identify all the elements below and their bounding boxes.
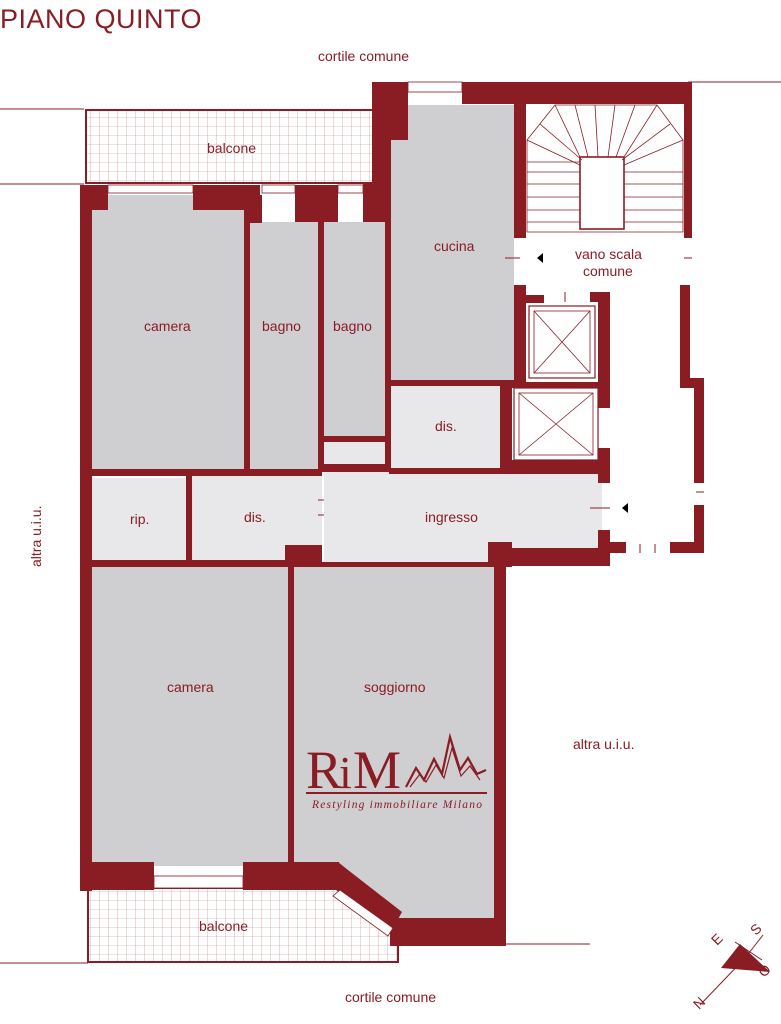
- label-cortile-top: cortile comune: [318, 48, 409, 64]
- room-rip: [92, 478, 188, 562]
- compass-letter-e: E: [708, 930, 726, 948]
- label-rip: rip.: [130, 511, 149, 527]
- room-camera-bottom: [92, 566, 288, 866]
- room-dis-right: [391, 385, 500, 470]
- windows: [107, 81, 463, 937]
- label-bagno-1: bagno: [262, 318, 301, 334]
- logo-letter-i: i: [339, 747, 352, 798]
- logo-letter-m: M: [353, 740, 401, 800]
- label-altra-right: altra u.i.u.: [573, 736, 634, 752]
- label-balcone-bottom: balcone: [199, 918, 248, 934]
- room-camera-top: [92, 195, 244, 472]
- elevator-crosses: [518, 310, 594, 456]
- label-balcone-top: balcone: [207, 140, 256, 156]
- page-title: PIANO QUINTO: [0, 4, 202, 34]
- logo-letter-r: R: [306, 740, 342, 800]
- room-soggiorno: [294, 566, 494, 918]
- room-fills: [92, 105, 602, 918]
- label-cucina: cucina: [434, 238, 475, 254]
- room-bagno-2: [324, 222, 388, 436]
- label-camera-bottom: camera: [167, 679, 214, 695]
- label-vano-scala-1: vano scala: [575, 246, 642, 262]
- label-dis-right: dis.: [435, 418, 457, 434]
- rim-logo: R i M Restyling immobiliare Milano: [306, 732, 487, 811]
- door-markers: [186, 257, 704, 567]
- walls: [80, 82, 704, 946]
- label-ingresso: ingresso: [425, 509, 478, 525]
- staircase: [526, 104, 684, 233]
- label-soggiorno: soggiorno: [364, 679, 426, 695]
- logo-tagline: Restyling immobiliare Milano: [311, 799, 483, 811]
- entrance-arrows: [537, 253, 628, 513]
- label-dis-left: dis.: [244, 509, 266, 525]
- label-altra-left: altra u.i.u.: [28, 506, 44, 567]
- label-vano-scala-2: comune: [583, 263, 633, 279]
- label-camera-top: camera: [144, 318, 191, 334]
- label-cortile-bottom: cortile comune: [345, 989, 436, 1005]
- compass-icon: N E S O: [690, 920, 774, 1012]
- room-ingresso-main: [324, 472, 602, 562]
- context-lines: [0, 81, 781, 964]
- balcony-top: [85, 109, 383, 184]
- room-bagno-1: [250, 222, 318, 472]
- room-cucina: [390, 105, 514, 380]
- compass-letter-n: N: [690, 994, 708, 1012]
- label-bagno-2: bagno: [333, 318, 372, 334]
